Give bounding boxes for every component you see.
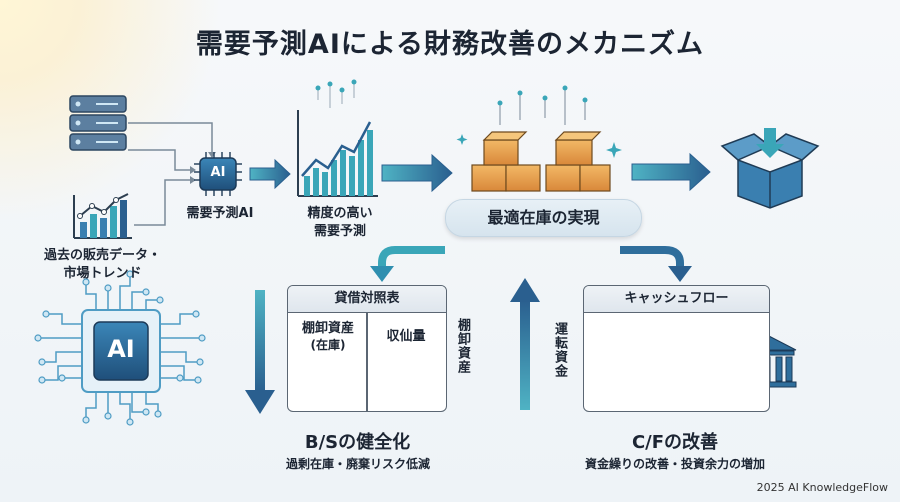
- arrow-ai-to-forecast: [249, 158, 291, 190]
- optimal-inventory-label: 最適在庫の実現: [487, 208, 600, 227]
- arrow-to-cash-flow: [620, 246, 684, 268]
- balance-sheet-header: 貸借対照表: [288, 286, 446, 313]
- large-ai-chip-icon: [34, 270, 206, 426]
- large-ai-chip-label: AI: [107, 335, 135, 363]
- accuracy-label-line2: 需要予測: [313, 224, 366, 239]
- demand-ai-label: 需要予測AI: [186, 206, 254, 221]
- arrow-down-to-bs: [245, 290, 275, 414]
- bs-right-label: 収仙量: [386, 329, 426, 344]
- rising-chart-icon: [297, 79, 378, 197]
- small-ai-chip-icon: [194, 152, 242, 196]
- inventory-boxes-icon: [471, 85, 611, 192]
- cash-flow-header: キャッシュフロー: [584, 286, 769, 313]
- optimal-inventory-pill: 最適在庫の実現: [445, 199, 642, 237]
- bs-outcome-subtitle: 過剰在庫・廃棄リスク低減: [285, 457, 430, 471]
- credit-text: 2025 AI KnowledgeFlow: [756, 481, 888, 494]
- arrow-up-from-cf: [510, 278, 540, 410]
- sparkle-icon: [606, 142, 622, 158]
- sparkle-icon: [456, 134, 468, 145]
- arrow-forecast-to-inventory: [381, 153, 453, 193]
- data-connectors: [128, 122, 213, 226]
- server-stack-icon: [69, 95, 127, 151]
- small-ai-chip-label: AI: [210, 165, 226, 180]
- page-title: 需要予測AIによる財務改善のメカニズム: [195, 29, 705, 60]
- cf-outcome-title: C/Fの改善: [631, 432, 719, 453]
- open-box-icon: [720, 128, 820, 209]
- past-data-label-line2: 市場トレンド: [63, 266, 142, 281]
- arrow-to-balance-sheet: [378, 246, 445, 268]
- accuracy-label-line1: 精度の高い: [307, 206, 373, 221]
- bs-left-label-line1: 棚卸資産: [301, 321, 354, 336]
- balance-sheet-panel: 貸借対照表: [287, 285, 447, 412]
- cf-outcome-subtitle: 資金繰りの改善・投資余力の増加: [584, 457, 765, 471]
- sales-chart-icon: [73, 193, 132, 239]
- past-data-label-line1: 過去の販売データ・: [43, 248, 161, 263]
- bs-left-label-line2: (在庫): [310, 338, 346, 352]
- cf-side-label: 運転資金: [552, 322, 567, 378]
- bs-side-label: 棚卸資産: [455, 318, 470, 374]
- balance-sheet-divider: [366, 312, 368, 411]
- arrow-inventory-to-delivery: [631, 152, 711, 192]
- bs-outcome-title: B/Sの健全化: [304, 432, 411, 453]
- cash-flow-panel: キャッシュフロー: [583, 285, 770, 412]
